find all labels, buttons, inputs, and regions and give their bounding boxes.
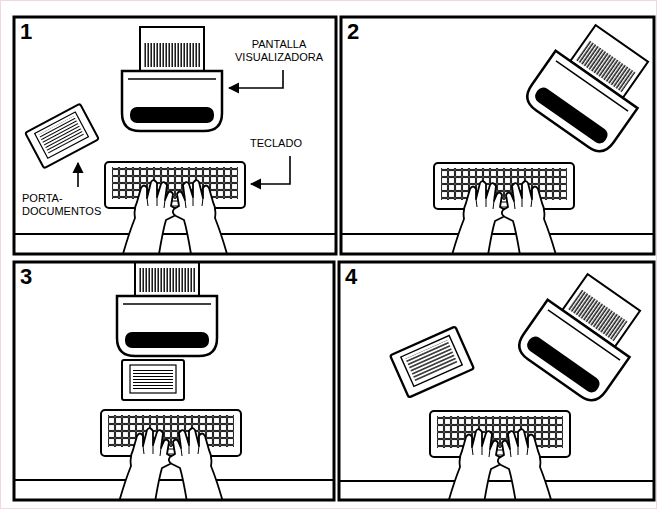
- keyboard: [101, 410, 241, 500]
- document-holder: [25, 104, 99, 168]
- leader-arrow: [229, 70, 283, 88]
- panel-border: [14, 262, 334, 500]
- callout-number: 1: [20, 20, 32, 44]
- monitor: [521, 17, 654, 157]
- monitor: [513, 264, 654, 407]
- desk-edge: [14, 479, 334, 481]
- document-holder: [390, 326, 474, 397]
- panel-border: [339, 262, 654, 500]
- monitor: [117, 262, 217, 356]
- monitor: [122, 27, 222, 131]
- part-label: PANTALLA VISUALIZADORA: [235, 38, 323, 64]
- panel-1-content: [14, 27, 336, 254]
- keyboard: [105, 162, 245, 254]
- callout-number: 2: [347, 20, 359, 44]
- keyboard: [434, 163, 574, 254]
- panel-4-content: [339, 264, 654, 500]
- panel-2-content: [341, 17, 654, 254]
- document-holder: [122, 360, 184, 400]
- desk-edge: [339, 480, 654, 482]
- part-label: TECLADO: [250, 137, 302, 150]
- callout-number: 3: [20, 265, 32, 289]
- desk-edge: [14, 233, 336, 235]
- part-label: PORTA- DOCUMENTOS: [22, 192, 101, 218]
- panel-3-content: [14, 262, 334, 500]
- desk-edge: [341, 233, 654, 235]
- callout-number: 4: [345, 265, 357, 289]
- leader-arrow: [77, 163, 79, 187]
- panel-border: [14, 17, 336, 254]
- keyboard: [430, 411, 570, 500]
- panel-border: [341, 17, 654, 254]
- leader-arrow: [251, 156, 290, 184]
